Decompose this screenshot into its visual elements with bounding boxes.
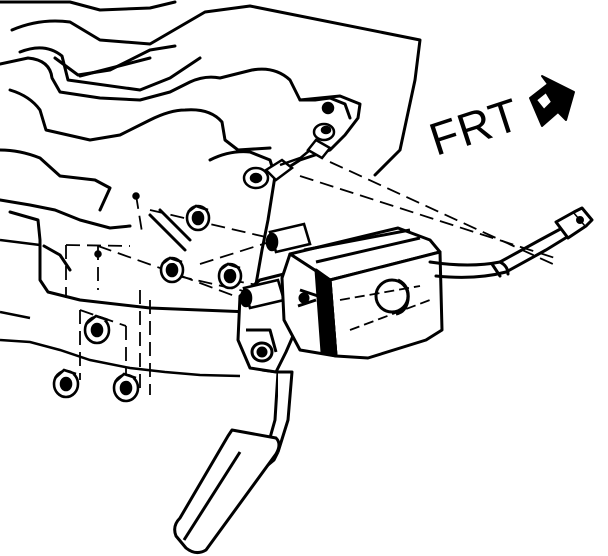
nut-6 — [112, 372, 140, 403]
arrow-icon — [529, 75, 575, 127]
bulkhead-panel — [0, 0, 422, 332]
pedal-arm — [173, 368, 294, 555]
bolt-upper — [265, 222, 312, 254]
upper-stud — [297, 122, 336, 161]
washer-stud — [242, 156, 301, 190]
bulkhead-studs — [94, 101, 336, 258]
frt-label: FRT — [423, 88, 526, 166]
control-module — [280, 226, 444, 360]
nut-1 — [185, 204, 211, 232]
mounting-nuts — [52, 204, 243, 403]
nut-5 — [52, 368, 80, 399]
nut-4 — [83, 314, 111, 345]
cable-harness — [428, 224, 574, 279]
cable-connector — [554, 206, 594, 240]
direction-indicator: FRT — [423, 75, 575, 166]
nut-3 — [217, 262, 243, 290]
mounting-plate — [0, 238, 241, 378]
nut-2 — [159, 256, 185, 284]
